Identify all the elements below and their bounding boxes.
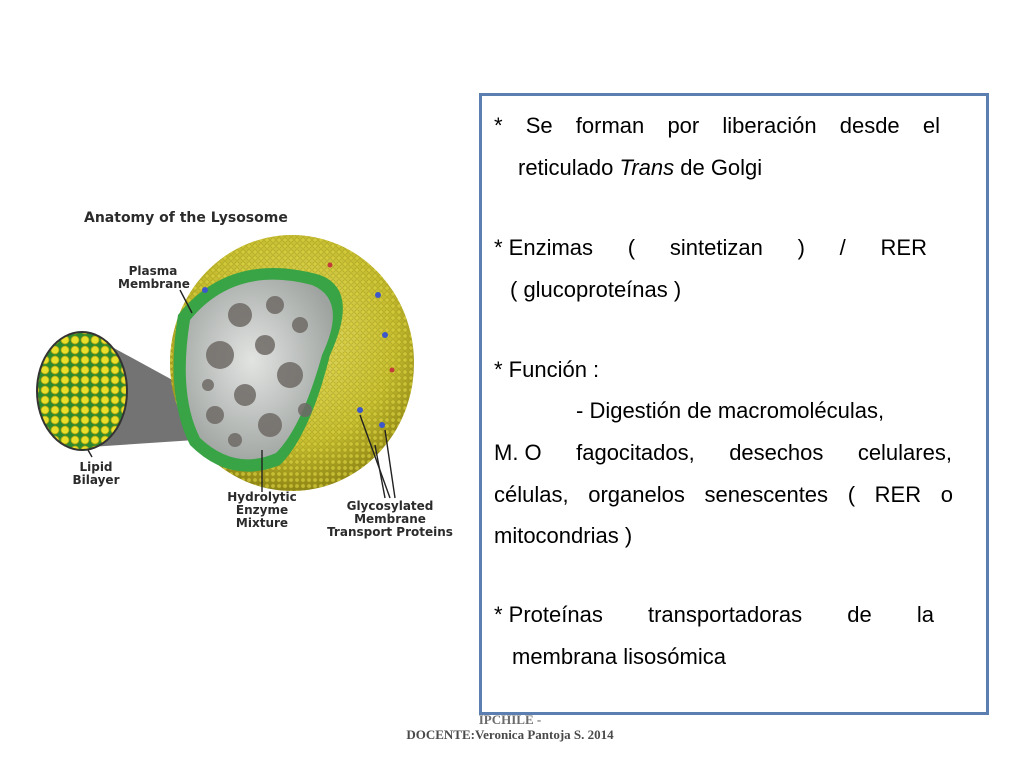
item4-line2: membrana lisosómica bbox=[512, 644, 726, 669]
item3-line3: células, organelos senescentes ( RER o bbox=[494, 482, 953, 507]
footer-line2: DOCENTE:Veronica Pantoja S. 2014 bbox=[406, 727, 614, 742]
footer: IPCHILE - DOCENTE:Veronica Pantoja S. 20… bbox=[340, 712, 680, 742]
item4-line1: * Proteínas transportadoras de la bbox=[494, 602, 934, 627]
item1-line1: * Se forman por liberación desde el bbox=[494, 113, 940, 138]
enzyme-particles bbox=[202, 296, 312, 447]
lysosome-illustration bbox=[36, 235, 414, 499]
label-plasma-membrane: Plasma Membrane bbox=[118, 264, 190, 291]
figure-title: Anatomy of the Lysosome bbox=[84, 210, 288, 226]
item3-line4: mitocondrias ) bbox=[494, 523, 633, 548]
footer-line1: IPCHILE - bbox=[478, 712, 542, 727]
label-lipid-bilayer: Lipid Bilayer bbox=[72, 460, 120, 487]
item2-line1: * Enzimas ( sintetizan ) / RER bbox=[494, 235, 927, 260]
label-glycosylated-proteins: Glycosylated Membrane Transport Proteins bbox=[327, 499, 453, 539]
lysosome-figure: Anatomy of the Lysosome Plasma Membrane … bbox=[30, 195, 470, 555]
transport-proteins bbox=[202, 287, 388, 428]
item1-line2: reticulado Trans de Golgi bbox=[518, 155, 763, 180]
text-panel: * Se forman por liberación desde el reti… bbox=[479, 93, 989, 715]
lipid-bilayer-inset bbox=[38, 333, 126, 449]
label-hydrolytic-enzyme: Hydrolytic Enzyme Mixture bbox=[227, 490, 297, 530]
item2-line2: ( glucoproteínas ) bbox=[510, 277, 682, 302]
item3-heading: * Función : bbox=[494, 357, 600, 382]
item3-line2: M. O fagocitados, desechos celulares, bbox=[494, 440, 952, 465]
item3-line1: - Digestión de macromoléculas, bbox=[576, 398, 885, 423]
